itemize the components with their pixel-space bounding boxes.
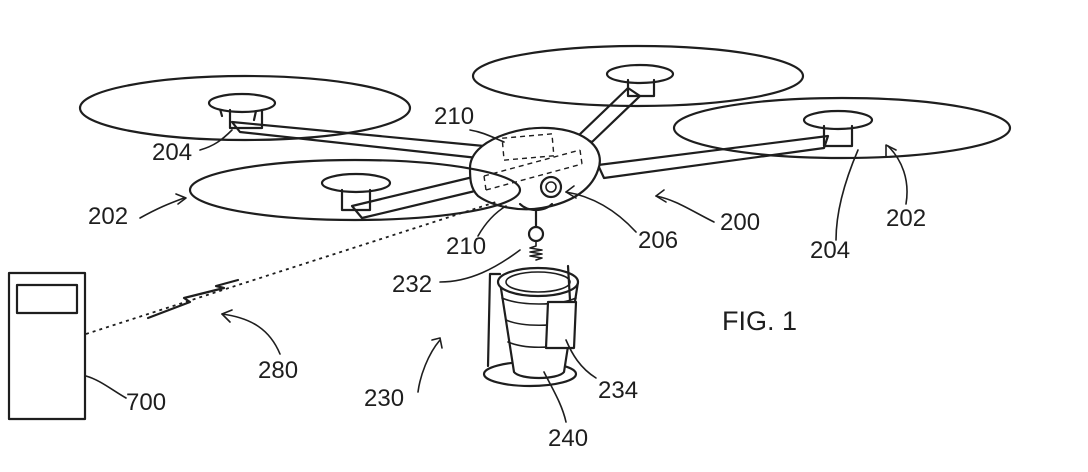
reference-labels: 202 204 210 210 206 200 204 202 232 280 … xyxy=(88,103,926,452)
rotor-right xyxy=(672,96,1012,160)
figure-caption: FIG. 1 xyxy=(722,306,797,336)
label-210-top: 210 xyxy=(434,103,474,130)
leader-lines xyxy=(85,129,908,423)
cup-sleeve xyxy=(544,300,578,350)
label-210-bottom: 210 xyxy=(446,233,486,260)
drone-body xyxy=(468,126,601,212)
rotor-front-left xyxy=(188,158,522,222)
label-230: 230 xyxy=(364,385,404,412)
payload-assembly xyxy=(482,208,580,388)
label-204-right: 204 xyxy=(810,237,850,264)
remote-device xyxy=(7,271,87,421)
rotor-back-left xyxy=(78,74,412,142)
label-280: 280 xyxy=(258,357,298,384)
label-234: 234 xyxy=(598,377,638,404)
label-240: 240 xyxy=(548,425,588,452)
label-200: 200 xyxy=(720,209,760,236)
wireless-link xyxy=(85,201,497,335)
label-232: 232 xyxy=(392,271,432,298)
drone-arms xyxy=(230,86,830,220)
rotor-back-right xyxy=(471,44,805,108)
label-202-left: 202 xyxy=(88,203,128,230)
label-202-right: 202 xyxy=(886,205,926,232)
label-204-left: 204 xyxy=(152,139,192,166)
camera-lens xyxy=(539,175,563,199)
label-206: 206 xyxy=(638,227,678,254)
label-700: 700 xyxy=(126,389,166,416)
